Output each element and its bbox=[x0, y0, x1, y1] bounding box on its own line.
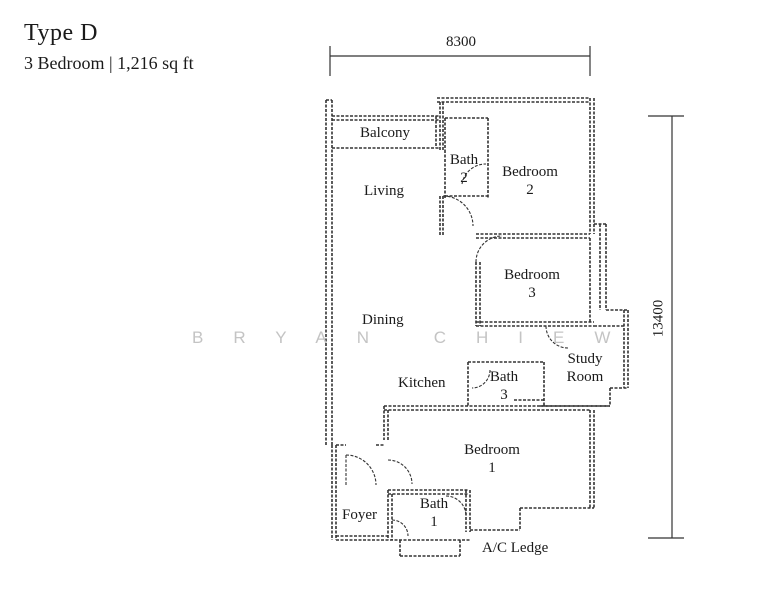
depth-dimension-label: 13400 bbox=[650, 299, 667, 338]
watermark: BRYAN CHIEW bbox=[192, 328, 641, 347]
room-label-balcony: Balcony bbox=[360, 125, 410, 141]
room-label-ac-ledge: A/C Ledge bbox=[482, 540, 549, 556]
door-swings bbox=[345, 163, 569, 537]
walls bbox=[325, 97, 629, 557]
room-label-dining: Dining bbox=[362, 312, 404, 328]
room-label-foyer: Foyer bbox=[342, 507, 377, 523]
width-dimension-label: 8300 bbox=[446, 34, 476, 50]
room-label-living: Living bbox=[364, 183, 404, 199]
width-dimension-line bbox=[329, 46, 591, 76]
room-label-kitchen: Kitchen bbox=[398, 375, 446, 391]
depth-dimension-line bbox=[648, 115, 684, 539]
plan-title: Type D bbox=[24, 20, 98, 46]
plan-subtitle: 3 Bedroom | 1,216 sq ft bbox=[24, 53, 194, 73]
